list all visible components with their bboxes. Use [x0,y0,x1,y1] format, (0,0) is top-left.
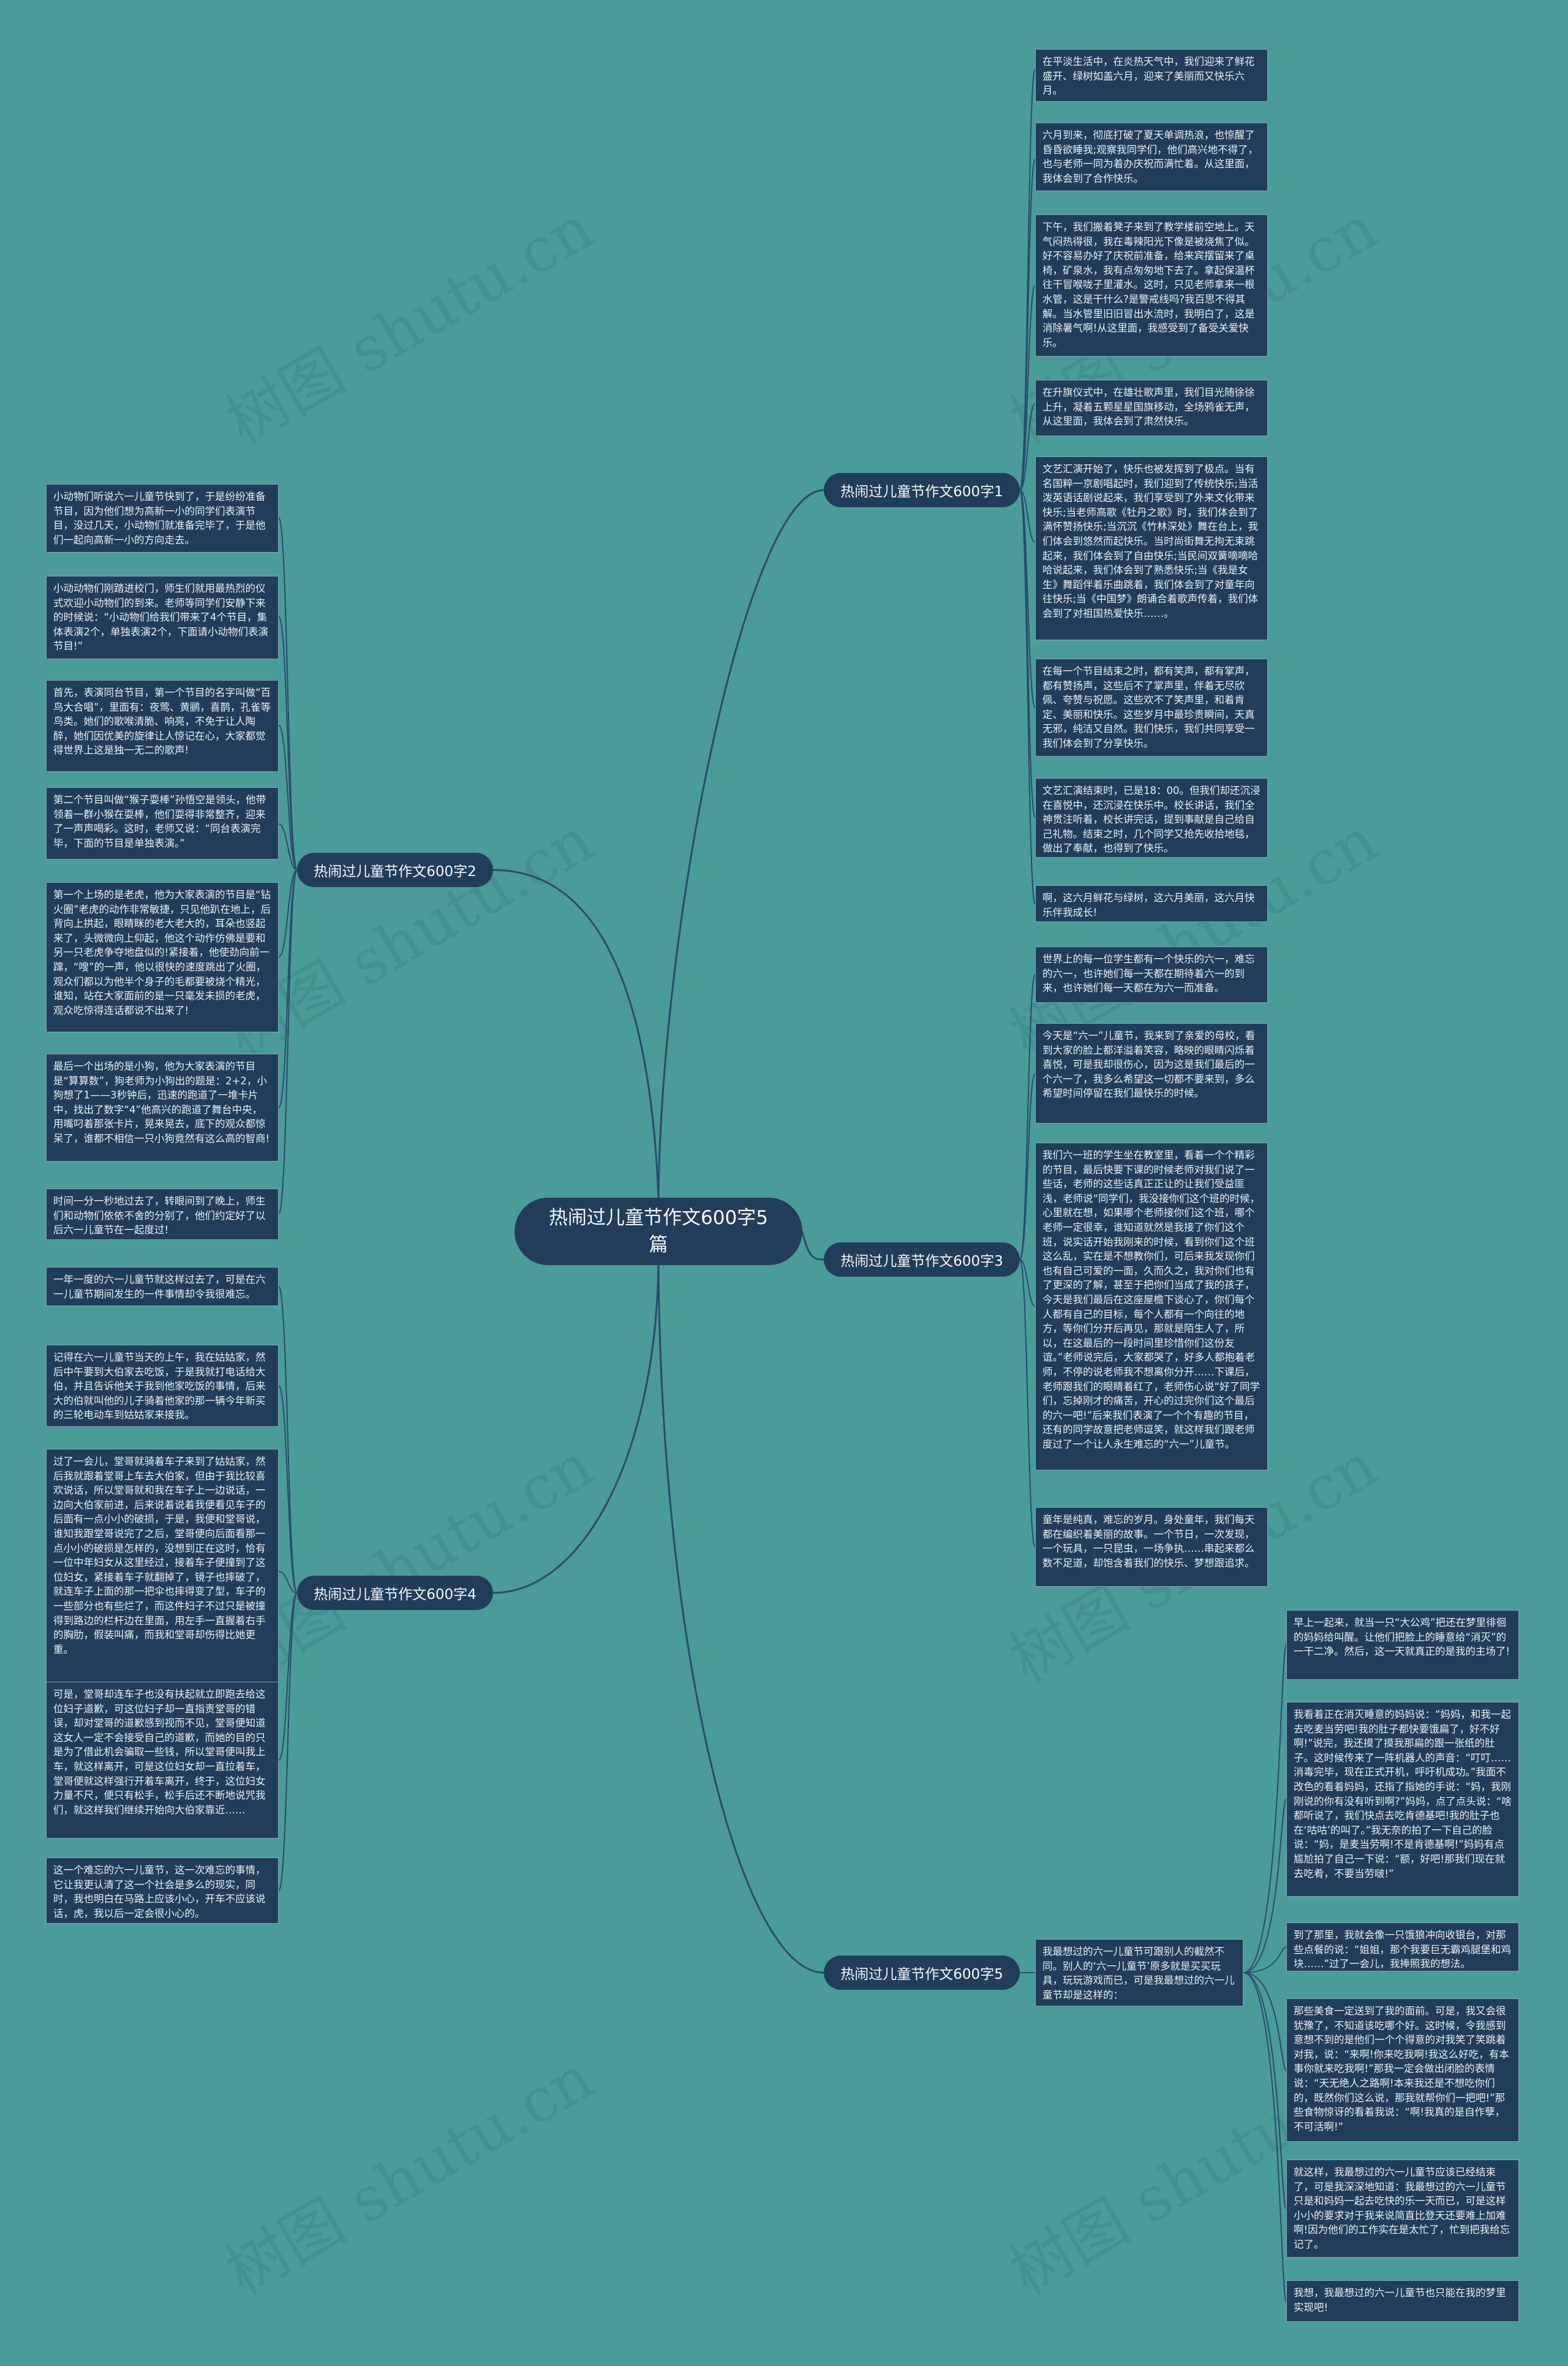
branch4-card[interactable]: 可是，堂哥却连车子也没有扶起就立即跑去给这位妇子道歉，可这位妇子却一直指责堂哥的… [46,1682,279,1839]
link-b2-card1 [278,517,298,871]
link-root-b4 [492,1264,660,1594]
branch4-card[interactable]: 这一个难忘的六一儿童节，这一次难忘的事情，它让我更认清了这一个社会是多么的现实，… [46,1858,279,1924]
branch1-card[interactable]: 文艺汇演开始了，快乐也被发挥到了极点。当有名国粹一京剧唱起时，我们迎到了传统快乐… [1035,456,1268,640]
link-b2-card3 [278,725,298,871]
branch4-card[interactable]: 过了一会儿，堂哥就骑着车子来到了姑姑家，然后我就跟着堂哥上车去大伯家，但由于我比… [46,1449,279,1694]
link-b4-card5 [278,1592,298,1891]
branch2-card[interactable]: 最后一个出场的是小狗，他为大家表演的节目是“算算数”，狗老师为小狗出的题是：2+… [46,1054,279,1162]
link-b1-card4 [1019,403,1036,491]
branch5-card[interactable]: 那些美食一定送到了我的面前。可是，我又会很犹豫了，不知道该吃哪个好。这时候，令我… [1286,1998,1519,2142]
branch5-card[interactable]: 我想，我最想过的六一儿童节也只能在我的梦里实现吧! [1286,2280,1519,2322]
link-b1-card8 [1019,489,1036,905]
branch3-card[interactable]: 我们六一班的学生坐在教室里，看着一个个精彩的节目，最后快要下课的时候老师对我们说… [1035,1143,1268,1470]
branch1-card[interactable]: 啊，这六月鲜花与绿树，这六月美丽，这六月快乐伴我成长! [1035,885,1268,922]
branch5-intro-card[interactable]: 我最想过的六一儿童节可跟别人的截然不同。别人的‘六一儿童节’原多就是买买玩具，玩… [1035,1939,1243,2006]
link-b1-card5 [1019,489,1036,543]
branch1-card[interactable]: 下午，我们搬着凳子来到了教学楼前空地上。天气闷热得很，我在毒辣阳光下像是被烧焦了… [1035,214,1268,357]
branch5-card[interactable]: 就这样，我最想过的六一儿童节应该已经结束了，可是我深深地知道：我最想过的六一儿童… [1286,2160,1519,2258]
branch2-card[interactable]: 时间一分一秒地过去了，转眼间到了晚上，师生们和动物们依依不舍的分别了，他们约定好… [46,1189,279,1240]
branch2-card[interactable]: 小动物们听说六一儿童节快到了，于是纷纷准备节目，因为他们想为高新一小的同学们表演… [46,484,279,553]
link-b5-card2 [1243,1799,1287,1973]
link-b2-card4 [278,823,298,871]
branch1-card[interactable]: 六月到来，彻底打破了夏天单调热浪，也惊醒了昏昏欲睡我;观察我同学们，他们高兴地不… [1035,123,1268,191]
link-b3-card3 [1019,1259,1036,1307]
branch1-card[interactable]: 在平淡生活中，在炎热天气中，我们迎来了鲜花盛开、绿树如盖六月，迎来了美丽而又快乐… [1035,49,1268,102]
link-b3-card4 [1019,1259,1036,1548]
link-root-b2 [492,869,660,1198]
branch4-card[interactable]: 记得在六一儿童节当天的上午，我在姑姑家，然后中午要到大伯家去吃饭，于是我就打电话… [46,1345,279,1427]
branch3-card[interactable]: 世界上的每一位学生都有一个快乐的六一，难忘的六一，也许她们每一天都在期待着六一的… [1035,947,1268,1003]
branch3-card[interactable]: 今天是“六一”儿童节，我来到了亲爱的母校，看到大家的脸上都洋溢着笑容，略映的眼睛… [1035,1023,1268,1124]
link-b2-card5 [278,869,298,958]
branch1-card[interactable]: 在每一个节目结束之时，都有笑声，都有掌声，都有赞扬声，这些后不了掌声里，伴着无尽… [1035,659,1268,757]
link-b2-card6 [278,869,298,1108]
link-b2-card2 [278,616,298,871]
branch-topic-1[interactable]: 热闹过儿童节作文600字1 [824,473,1020,507]
branch1-card[interactable]: 在升旗仪式中，在雄壮歌声里，我们目光随徐徐上升，凝着五颗星星国旗移动，全场鸦雀无… [1035,380,1268,436]
branch2-card[interactable]: 首先，表演同台节目，第一个节目的名字叫做“百鸟大合唱”，里面有：夜莺、黄鹂，喜鹊… [46,680,279,772]
link-b5-card1 [1243,1644,1287,1973]
branch2-card[interactable]: 第二个节目叫做“猴子耍棒”孙悟空是领头，他带领着一群小猴在耍棒，他们耍得非常整齐… [46,787,279,860]
branch-topic-4[interactable]: 热闹过儿童节作文600字4 [297,1576,493,1610]
link-b1-card2 [1019,159,1036,491]
link-b2-card7 [278,869,298,1214]
branch-topic-3[interactable]: 热闹过儿童节作文600字3 [824,1242,1020,1277]
link-b1-card1 [1019,69,1036,491]
branch1-card[interactable]: 文艺汇演结束时，已是18：00。但我们却还沉浸在喜悦中，还沉浸在快乐中。校长讲话… [1035,778,1268,858]
link-b5-card6 [1243,1972,1287,2302]
root-topic[interactable]: 热闹过儿童节作文600字5篇 [514,1198,802,1265]
link-b1-card3 [1019,285,1036,491]
link-root-b5 [657,1264,824,1974]
branch2-card[interactable]: 第一个上场的是老虎，他为大家表演的节目是“钻火圈”老虎的动作非常敏捷，只见他趴在… [46,882,279,1032]
link-b5-card4 [1243,1972,1287,2071]
branch5-card[interactable]: 早上一起来，就当一只“大公鸡”把还在梦里徘徊的妈妈给叫醒。让他们把脸上的睡意给“… [1286,1610,1519,1680]
link-b3-card1 [1019,974,1036,1260]
link-b3-card2 [1019,1073,1036,1260]
link-root-b1 [657,489,824,1198]
branch2-card[interactable]: 小动动物们刚踏进校门，师生们就用最热烈的仪式欢迎小动物们的到来。老师等同学们安静… [46,576,279,659]
link-b5-card3 [1243,1946,1287,1973]
link-b5-card5 [1243,1972,1287,2209]
link-b4-card2 [278,1385,298,1593]
branch4-card[interactable]: 一年一度的六一儿童节就这样过去了，可是在六一儿童节期间发生的一件事情却令我很难忘… [46,1267,279,1306]
branch-topic-2[interactable]: 热闹过儿童节作文600字2 [297,853,493,887]
link-root-b3 [801,1231,824,1261]
link-b4-card1 [278,1286,298,1593]
branch3-card[interactable]: 童年是纯真，难忘的岁月。身处童年，我们每天都在编织着美丽的故事。一个节日，一次发… [1035,1507,1268,1587]
branch-topic-5[interactable]: 热闹过儿童节作文600字5 [824,1956,1020,1990]
link-b4-card3 [278,1571,298,1593]
link-b4-card4 [278,1592,298,1761]
branch5-card[interactable]: 到了那里，我就会像一只饿狼冲向收银台，对那些点餐的说：“姐姐，那个我要巨无霸鸡腿… [1286,1922,1519,1971]
branch5-card[interactable]: 我看着正在消灭睡意的妈妈说：“妈妈，和我一起去吃麦当劳吧!我的肚子都快要饿扁了，… [1286,1702,1519,1897]
